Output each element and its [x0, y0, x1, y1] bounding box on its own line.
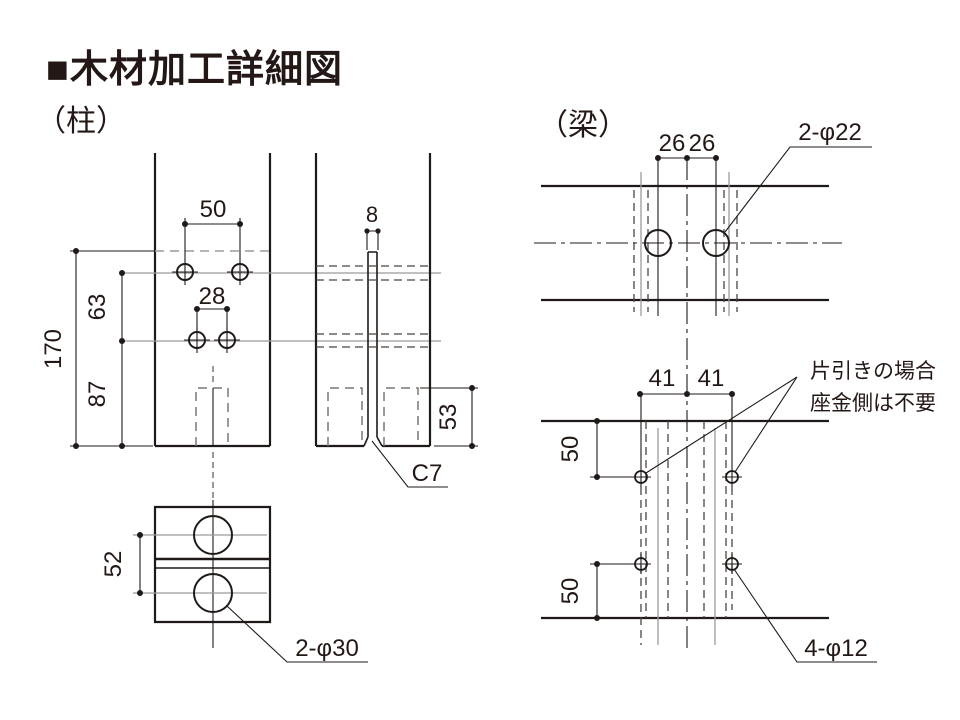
- dim-total-height: 170: [40, 248, 154, 449]
- front-bolt-holes: [172, 259, 253, 353]
- svg-text:座金側は不要: 座金側は不要: [810, 392, 936, 415]
- beam-hole-left: [644, 229, 672, 257]
- section-hole-bottom: [193, 573, 233, 613]
- svg-text:片引きの場合: 片引きの場合: [810, 360, 936, 383]
- svg-text:26: 26: [689, 130, 716, 157]
- page-title: ■木材加工詳細図: [46, 49, 343, 91]
- dim-slot-width: 8: [364, 202, 381, 250]
- column-label: （柱）: [36, 105, 126, 138]
- beam-bottom-view: 41 41 50 50 片引きの場合 座金側は不要 4-φ12: [541, 360, 936, 663]
- dim-beam-top-spacing: 26 26: [655, 130, 719, 161]
- dim-beam-edge-offset-bottom: 50: [557, 561, 633, 621]
- svg-text:2-φ22: 2-φ22: [798, 119, 862, 146]
- beam-top-holes-callout: 2-φ22: [724, 119, 872, 233]
- svg-text:C7: C7: [412, 460, 443, 487]
- svg-text:170: 170: [40, 329, 67, 369]
- beam-bottom-holes-callout: 4-φ12: [733, 568, 877, 663]
- beam-bottom-holes: [631, 467, 742, 574]
- svg-text:63: 63: [84, 294, 111, 321]
- svg-text:28: 28: [199, 283, 226, 310]
- dim-hole-rows: 63 87: [84, 270, 125, 449]
- svg-text:50: 50: [557, 436, 584, 463]
- svg-text:52: 52: [100, 551, 127, 578]
- svg-text:41: 41: [649, 365, 676, 392]
- svg-text:8: 8: [366, 202, 378, 227]
- column-front-view: 50 28 170 63 87: [40, 153, 441, 648]
- dim-beam-edge-offset-top: 50: [557, 418, 633, 480]
- section-hole-top: [193, 515, 233, 555]
- column-side-view: 8 53 C7: [314, 153, 478, 488]
- dim-top-hole-spacing: 50: [182, 196, 243, 260]
- beam-top-view: 26 26 2-φ22: [534, 119, 872, 650]
- dim-mortise-height: 53: [420, 385, 478, 449]
- svg-text:50: 50: [200, 196, 227, 223]
- beam-hole-right: [702, 229, 730, 257]
- column-section-view: 52 2-φ30: [100, 505, 368, 663]
- svg-text:26: 26: [659, 130, 686, 157]
- side-mortise-hidden: [327, 387, 419, 446]
- chamfer-callout: C7: [371, 440, 448, 488]
- svg-text:4-φ12: 4-φ12: [804, 635, 868, 662]
- section-holes-callout: 2-φ30: [226, 605, 368, 663]
- dim-bottom-hole-spacing: 28: [194, 283, 230, 330]
- svg-text:41: 41: [698, 365, 725, 392]
- dim-section-hole-gap: 52: [100, 532, 143, 596]
- beam-label: （梁）: [538, 109, 628, 142]
- slot: [363, 251, 383, 447]
- svg-text:50: 50: [557, 578, 584, 605]
- dim-beam-bottom-spacing: 41 41: [637, 365, 735, 397]
- svg-text:2-φ30: 2-φ30: [295, 635, 359, 662]
- svg-text:53: 53: [435, 404, 462, 431]
- svg-text:87: 87: [84, 381, 111, 408]
- front-mortise-hidden: [195, 387, 229, 446]
- single-sliding-note: 片引きの場合 座金側は不要: [645, 360, 936, 474]
